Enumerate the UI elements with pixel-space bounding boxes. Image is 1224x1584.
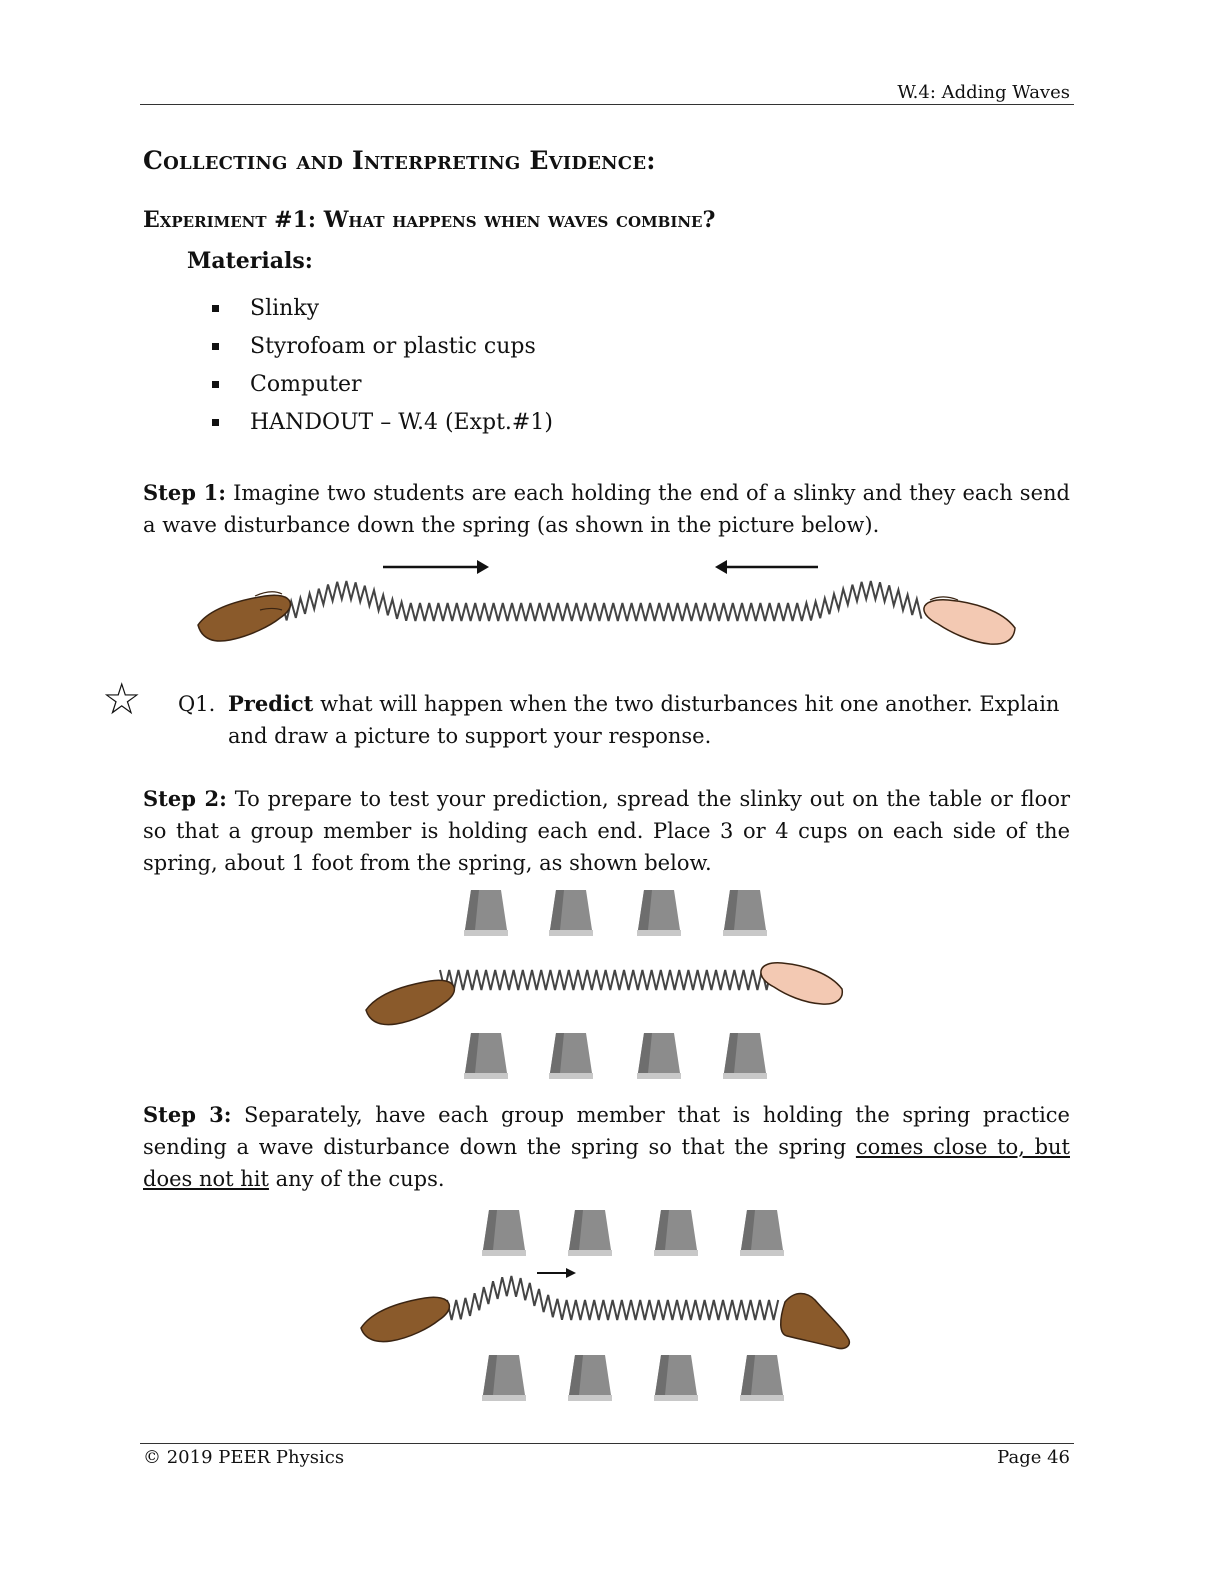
cup-rim bbox=[482, 1250, 526, 1256]
cup-rim bbox=[464, 930, 508, 936]
cup-rim bbox=[549, 930, 593, 936]
cup-shade bbox=[724, 1033, 738, 1073]
figure-spring-cups bbox=[365, 890, 844, 1079]
step2-text: To prepare to test your prediction, spre… bbox=[143, 787, 1070, 875]
experiment-heading: Experiment #1: What happens when waves c… bbox=[143, 207, 716, 233]
cup-shade bbox=[724, 890, 738, 930]
cup-shade bbox=[483, 1355, 497, 1395]
materials-label: Materials: bbox=[187, 248, 313, 274]
cup-shade bbox=[655, 1355, 669, 1395]
cup-rim bbox=[637, 1073, 681, 1079]
step3-text-after: any of the cups. bbox=[275, 1167, 445, 1191]
slinky-spring bbox=[281, 580, 923, 622]
arrow-right-icon bbox=[383, 560, 489, 574]
cup-shade bbox=[741, 1355, 755, 1395]
cup-shade bbox=[483, 1210, 497, 1250]
bullet-icon bbox=[212, 342, 219, 350]
cup-rim bbox=[568, 1395, 612, 1401]
q1-bold: Predict bbox=[228, 691, 314, 716]
left-hand-icon bbox=[365, 979, 456, 1026]
arrow-right-icon bbox=[537, 1268, 576, 1278]
step2-paragraph: Step 2: To prepare to test your predicti… bbox=[143, 783, 1070, 879]
cups-row-top bbox=[464, 890, 767, 936]
left-hand-icon bbox=[360, 1296, 451, 1343]
cup-shade bbox=[638, 1033, 652, 1073]
cup-rim bbox=[464, 1073, 508, 1079]
cup-shade bbox=[465, 890, 479, 930]
step2-label: Step 2: bbox=[143, 786, 227, 811]
step1-label: Step 1: bbox=[143, 480, 226, 505]
list-item: Styrofoam or plastic cups bbox=[212, 327, 553, 365]
right-hand-icon bbox=[760, 962, 844, 1005]
left-hand-icon bbox=[197, 591, 292, 642]
cups-row-bottom bbox=[464, 1033, 767, 1079]
slinky-spring bbox=[446, 1275, 780, 1321]
cup-rim bbox=[740, 1395, 784, 1401]
section-heading: Collecting and Interpreting Evidence: bbox=[143, 146, 656, 175]
cup-shade bbox=[465, 1033, 479, 1073]
bullet-icon bbox=[212, 380, 219, 388]
cup-rim bbox=[723, 930, 767, 936]
cup-rim bbox=[568, 1250, 612, 1256]
slinky-spring bbox=[439, 969, 773, 991]
q1-text: what will happen when the two disturbanc… bbox=[228, 692, 1060, 748]
figure-single-pulse bbox=[360, 1210, 851, 1401]
cups-row-bottom bbox=[482, 1355, 784, 1401]
footer-rule bbox=[140, 1443, 1074, 1444]
materials-list: Slinky Styrofoam or plastic cups Compute… bbox=[212, 289, 553, 441]
q1-number: Q1. bbox=[178, 692, 216, 716]
cup-rim bbox=[637, 930, 681, 936]
cup-shade bbox=[569, 1210, 583, 1250]
cup-rim bbox=[549, 1073, 593, 1079]
right-hand-icon bbox=[780, 1292, 851, 1350]
list-item: Slinky bbox=[212, 289, 553, 327]
cup-rim bbox=[654, 1250, 698, 1256]
cup-rim bbox=[740, 1250, 784, 1256]
list-item: HANDOUT – W.4 (Expt.#1) bbox=[212, 403, 553, 441]
footer-page-number: Page 46 bbox=[997, 1447, 1070, 1468]
running-header: W.4: Adding Waves bbox=[897, 82, 1070, 103]
right-hand-icon bbox=[923, 596, 1016, 645]
step3-paragraph: Step 3: Separately, have each group memb… bbox=[143, 1099, 1070, 1195]
step3-text: Separately, have each group member that … bbox=[143, 1103, 1070, 1159]
cup-shade bbox=[741, 1210, 755, 1250]
cup-shade bbox=[550, 1033, 564, 1073]
bullet-icon bbox=[212, 304, 219, 312]
footer-copyright: © 2019 PEER Physics bbox=[143, 1447, 345, 1468]
cup-shade bbox=[569, 1355, 583, 1395]
cup-shade bbox=[655, 1210, 669, 1250]
figure-two-pulses bbox=[197, 560, 1016, 645]
cup-rim bbox=[654, 1395, 698, 1401]
header-rule bbox=[140, 104, 1074, 105]
step3-label: Step 3: bbox=[143, 1102, 232, 1127]
step1-text: Imagine two students are each holding th… bbox=[143, 481, 1070, 537]
list-item: Computer bbox=[212, 365, 553, 403]
cup-rim bbox=[723, 1073, 767, 1079]
step1-paragraph: Step 1: Imagine two students are each ho… bbox=[143, 477, 1070, 541]
step3-underlined: comes close to, but does not hit bbox=[143, 1135, 1070, 1191]
cup-rim bbox=[482, 1395, 526, 1401]
cup-shade bbox=[550, 890, 564, 930]
cups-row-top bbox=[482, 1210, 784, 1256]
star-outline-icon: ☆ bbox=[102, 674, 142, 725]
bullet-icon bbox=[212, 418, 219, 426]
cup-shade bbox=[638, 890, 652, 930]
arrow-left-icon bbox=[715, 560, 818, 574]
